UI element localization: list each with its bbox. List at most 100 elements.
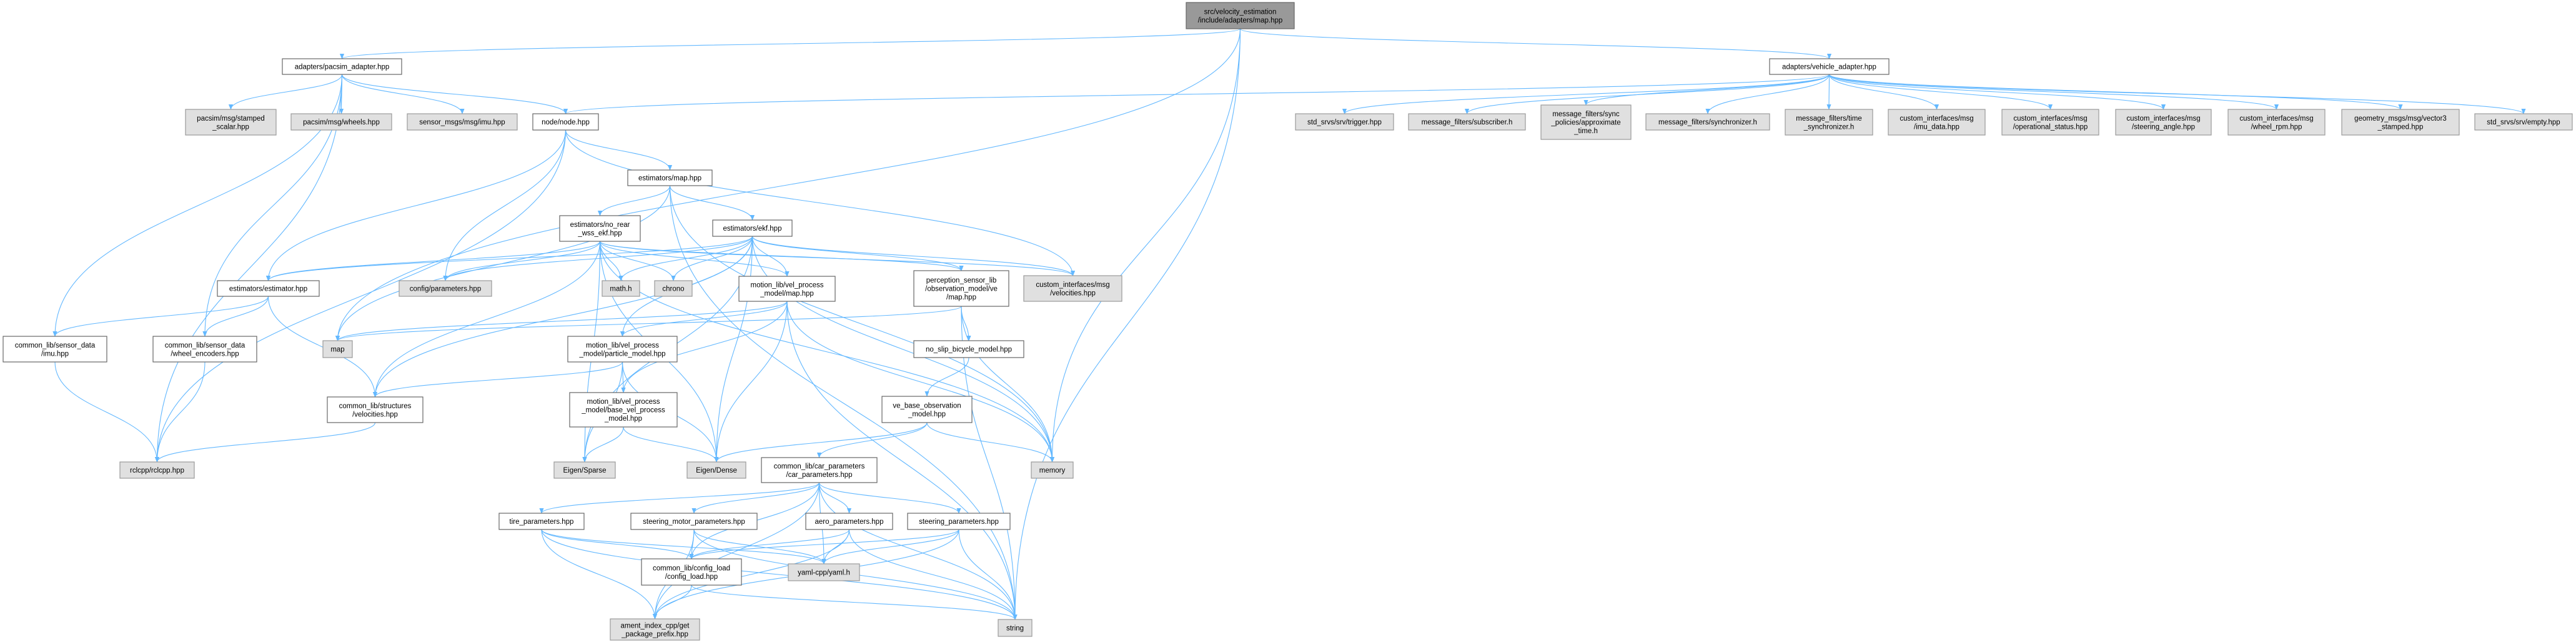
edge-vehicle-to-trigger xyxy=(1342,74,1830,114)
node-steerangle: custom_interfaces/msg/steering_angle.hpp xyxy=(2115,109,2212,136)
node-smotor[interactable]: steering_motor_parameters.hpp xyxy=(630,513,758,530)
node-label-line: /wheel_rpm.hpp xyxy=(2251,123,2302,131)
node-box xyxy=(998,619,1033,637)
node-wheelrpm: custom_interfaces/msg/wheel_rpm.hpp xyxy=(2227,109,2326,136)
node-pacsim[interactable]: adapters/pacsim_adapter.hpp xyxy=(282,58,402,75)
node-box xyxy=(641,558,742,586)
node-perception[interactable]: perception_sensor_lib/observation_model/… xyxy=(913,270,1009,307)
node-cfgload[interactable]: common_lib/config_load/config_load.hpp xyxy=(641,558,742,586)
edge-norear-to-mmap xyxy=(599,241,790,277)
node-label-line: _model.hpp xyxy=(604,415,642,423)
edge-tire-to-ament xyxy=(541,529,658,619)
node-label-line: motion_lib/vel_process xyxy=(587,398,660,406)
edge-root-to-pacsim xyxy=(340,28,1241,59)
node-label-line: geometry_msgs/msg/vector3 xyxy=(2354,115,2447,123)
node-ekf[interactable]: estimators/ekf.hpp xyxy=(712,219,793,237)
node-vel[interactable]: common_lib/structures/velocities.hpp xyxy=(327,396,424,423)
node-label-line: message_filters/subscriber.h xyxy=(1422,119,1513,126)
node-label-line: _synchronizer.h xyxy=(1803,123,1855,131)
node-label-line: _model.hpp xyxy=(908,411,946,418)
edge-root-to-memory xyxy=(1049,28,1241,463)
edge-steer-to-string xyxy=(958,529,1018,620)
node-stamped: pacsim/msg/stamped_scalar.hpp xyxy=(185,109,277,136)
edge-car-to-steer xyxy=(818,482,961,514)
node-box xyxy=(532,113,599,131)
node-vehicle[interactable]: adapters/vehicle_adapter.hpp xyxy=(1769,58,1890,75)
edge-vehicle-to-vec3 xyxy=(1828,74,2403,110)
node-label-line: adapters/pacsim_adapter.hpp xyxy=(295,64,390,71)
node-node[interactable]: node/node.hpp xyxy=(532,113,599,131)
node-emap[interactable]: estimators/map.hpp xyxy=(627,169,713,186)
node-wenc[interactable]: common_lib/sensor_data/wheel_encoders.hp… xyxy=(152,336,257,363)
edge-mmap-to-memory xyxy=(786,301,1055,463)
edge-perception-to-string xyxy=(961,306,1018,620)
node-box xyxy=(553,461,616,479)
node-label-line: common_lib/config_load xyxy=(653,564,730,572)
node-box xyxy=(602,280,640,297)
node-box xyxy=(322,340,353,358)
node-box xyxy=(1540,104,1632,140)
node-ament: ament_index_cpp/get_package_prefix.hpp xyxy=(610,618,700,641)
node-box xyxy=(282,58,402,75)
node-norear[interactable]: estimators/no_rear_wss_ekf.hpp xyxy=(559,215,641,242)
node-sdimu[interactable]: common_lib/sensor_data/imu.hpp xyxy=(2,336,107,363)
node-tire[interactable]: tire_parameters.hpp xyxy=(498,513,585,530)
node-label-line: _model/map.hpp xyxy=(760,290,814,298)
node-syncapprox: message_filters/sync_policies/approximat… xyxy=(1540,104,1632,140)
node-basevel[interactable]: motion_lib/vel_process_model/base_vel_pr… xyxy=(569,392,678,428)
node-label-line: yaml-cpp/yaml.h xyxy=(798,569,850,577)
node-steer[interactable]: steering_parameters.hpp xyxy=(907,513,1011,530)
node-label-line: common_lib/sensor_data xyxy=(165,342,245,349)
edge-norear-to-chrono xyxy=(599,241,676,281)
node-box xyxy=(913,270,1009,307)
node-synchronizer: message_filters/synchronizer.h xyxy=(1645,113,1770,131)
edge-estimator-to-sdimu xyxy=(52,296,269,337)
node-label-line: aero_parameters.hpp xyxy=(815,518,884,526)
edge-tire-to-yaml xyxy=(541,529,826,564)
edge-aero-to-yaml xyxy=(821,529,850,564)
node-memory: memory xyxy=(1031,461,1074,479)
node-label-line: chrono xyxy=(662,286,684,293)
node-yaml: yaml-cpp/yaml.h xyxy=(788,563,860,581)
node-label-line: estimators/estimator.hpp xyxy=(229,286,307,293)
node-box xyxy=(1031,461,1074,479)
node-mmap[interactable]: motion_lib/vel_process_model/map.hpp xyxy=(738,276,836,302)
edge-car-to-tire xyxy=(539,482,820,514)
node-box xyxy=(2,336,107,363)
node-car[interactable]: common_lib/car_parameters/car_parameters… xyxy=(761,457,878,483)
edge-estimator-to-vel xyxy=(267,296,378,398)
node-label-line: common_lib/sensor_data xyxy=(15,342,96,349)
node-label-line: math.h xyxy=(610,286,632,293)
node-label-line: /steering_angle.hpp xyxy=(2132,123,2195,131)
node-box xyxy=(654,280,693,297)
node-label-line: /observation_model/ve xyxy=(925,286,998,293)
node-estimator[interactable]: estimators/estimator.hpp xyxy=(217,280,320,297)
node-root[interactable]: src/velocity_estimation/include/adapters… xyxy=(1186,2,1295,29)
edge-car-to-string xyxy=(818,482,1018,620)
node-vebase[interactable]: ve_base_observation_model.hpp xyxy=(881,396,973,423)
edge-node-to-emap xyxy=(565,129,673,171)
edge-cfgload-to-string xyxy=(691,584,1018,620)
edge-mmap-to-basevel xyxy=(621,301,788,393)
node-aero[interactable]: aero_parameters.hpp xyxy=(805,513,893,530)
node-label-line: sensor_msgs/msg/imu.hpp xyxy=(419,119,505,126)
edge-aero-to-cfgload xyxy=(689,529,850,559)
node-box xyxy=(627,169,713,186)
node-particle[interactable]: motion_lib/vel_process_model/particle_mo… xyxy=(567,336,678,363)
node-label-line: tire_parameters.hpp xyxy=(510,518,574,526)
edge-vehicle-to-node xyxy=(563,74,1830,114)
node-box xyxy=(119,461,195,479)
node-chrono: chrono xyxy=(654,280,693,297)
edge-estimator-to-wenc xyxy=(202,296,269,337)
node-label-line: /imu_data.hpp xyxy=(1914,123,1959,131)
edge-ekf-to-perception xyxy=(751,236,964,271)
node-noslip[interactable]: no_slip_bicycle_model.hpp xyxy=(913,340,1024,358)
edge-norear-to-cvel xyxy=(599,241,1075,276)
edge-perception-to-memory xyxy=(961,306,1055,463)
edge-node-to-config xyxy=(443,129,567,281)
node-label-line: _policies/approximate xyxy=(1550,119,1620,127)
edge-wenc-to-rclcpp xyxy=(154,361,206,463)
node-box xyxy=(2341,109,2460,136)
node-box xyxy=(2474,113,2573,131)
node-label-line: common_lib/car_parameters xyxy=(774,463,865,470)
